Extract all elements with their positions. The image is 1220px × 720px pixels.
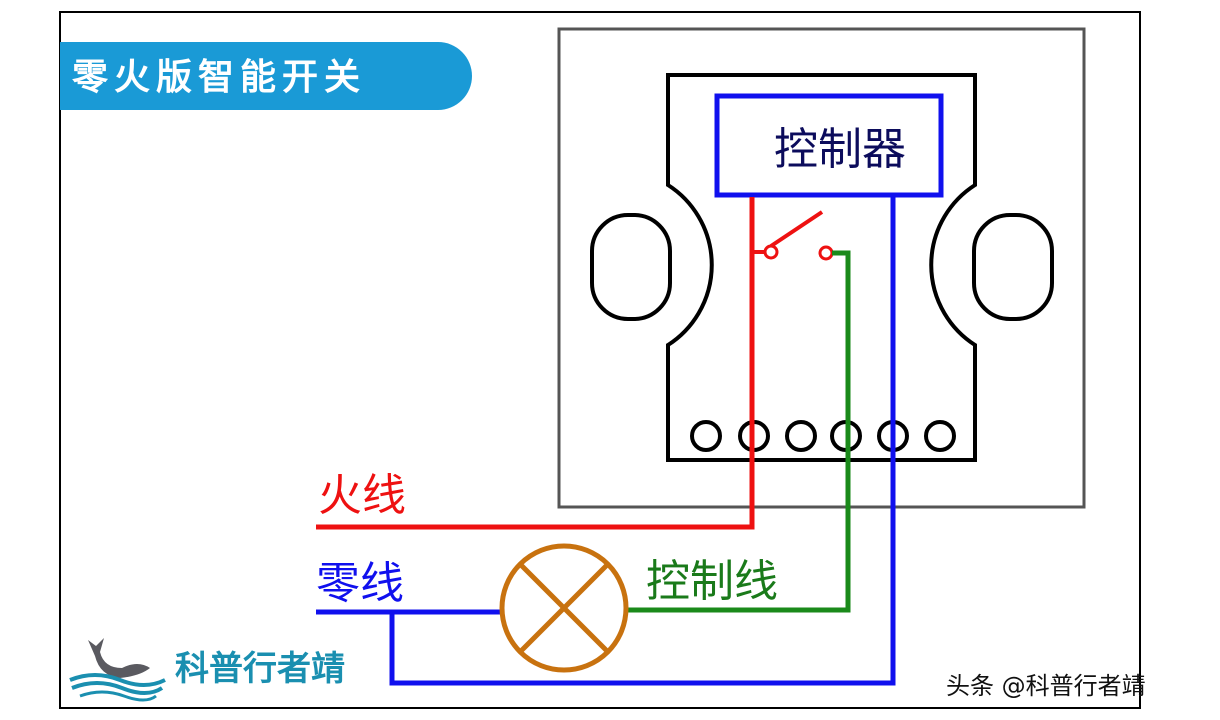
control-wire-label: 控制线 [646,556,778,607]
right-mount-hole [972,213,1054,321]
terminal [924,420,956,452]
neutral-return-wire [389,197,896,686]
control-wire [628,250,851,613]
watermark: 头条 @科普行者靖 [946,672,1146,700]
controller-label: 控制器 [774,124,906,175]
title: 零火版智能开关 [72,57,366,98]
switch-contact [763,244,779,260]
switch-contact [818,245,834,261]
title-banner [60,42,472,110]
terminal [785,420,817,452]
terminal [690,420,722,452]
controller-box [714,93,944,198]
lamp-icon [499,543,629,673]
live-wire [316,197,755,530]
brand-name: 科普行者靖 [175,649,345,689]
left-mount-hole [590,213,672,321]
whale-logo-icon [69,638,166,702]
switch-lever [769,210,824,248]
switch-module-outline [666,73,977,462]
neutral-wire-label: 零线 [316,558,404,609]
live-wire-label: 火线 [318,470,406,521]
